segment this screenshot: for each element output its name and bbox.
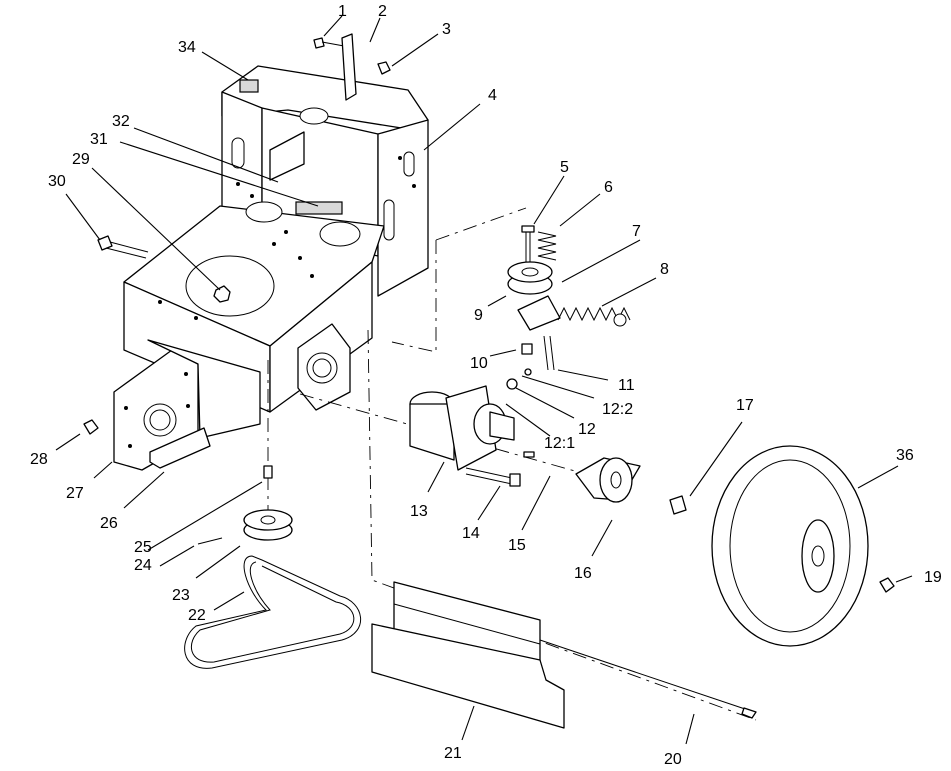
callout-23: 23 [172, 587, 190, 604]
callout-32: 32 [112, 113, 130, 130]
callout-11: 11 [618, 377, 635, 394]
callout-labels: 1 2 3 4 5 6 7 8 9 10 11 12:2 12 12:1 13 … [30, 3, 942, 768]
callout-2: 2 [378, 3, 387, 20]
fasteners [83, 33, 391, 435]
callout-3: 3 [442, 21, 451, 38]
callout-21: 21 [444, 745, 462, 762]
callout-17: 17 [736, 397, 754, 414]
callout-8: 8 [660, 261, 669, 278]
tire [711, 445, 895, 647]
callout-24: 24 [134, 557, 152, 574]
callout-28: 28 [30, 451, 48, 468]
callout-36: 36 [896, 447, 914, 464]
callout-12-2: 12:2 [602, 401, 633, 418]
callout-12-1: 12:1 [544, 435, 575, 452]
callout-12: 12 [578, 421, 596, 438]
callout-22: 22 [188, 607, 206, 624]
callout-4: 4 [488, 87, 497, 104]
callout-16: 16 [574, 565, 592, 582]
idler-assembly [506, 225, 631, 390]
wheel-hub [575, 457, 687, 515]
callout-14: 14 [462, 525, 480, 542]
shield [371, 581, 757, 729]
callout-34: 34 [178, 39, 196, 56]
callout-31: 31 [90, 131, 108, 148]
callout-25: 25 [134, 539, 152, 556]
callout-29: 29 [72, 151, 90, 168]
side-plate [113, 339, 261, 471]
callout-20: 20 [664, 751, 682, 768]
callout-27: 27 [66, 485, 84, 502]
wheel-motor [409, 385, 535, 487]
callout-7: 7 [632, 223, 641, 240]
callout-6: 6 [604, 179, 613, 196]
callout-19: 19 [924, 569, 942, 586]
callout-10: 10 [470, 355, 488, 372]
callout-5: 5 [560, 159, 569, 176]
leader-lines [55, 15, 913, 745]
callout-30: 30 [48, 173, 66, 190]
callout-1: 1 [338, 3, 347, 20]
callout-9: 9 [474, 307, 483, 324]
callout-13: 13 [410, 503, 428, 520]
callout-15: 15 [508, 537, 526, 554]
drive-pulley-belt [184, 465, 361, 669]
callout-26: 26 [100, 515, 118, 532]
